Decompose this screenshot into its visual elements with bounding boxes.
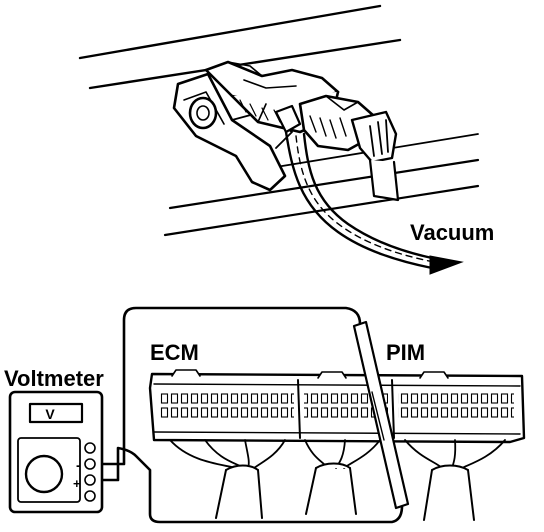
ecm-label: ECM xyxy=(150,340,199,365)
voltmeter-label: Voltmeter xyxy=(4,366,104,391)
terminal-plus-label: + xyxy=(73,476,81,491)
vacuum-label: Vacuum xyxy=(410,220,494,245)
terminal-minus-label: - xyxy=(76,457,81,473)
voltmeter xyxy=(8,390,104,514)
meter-display-label: V xyxy=(45,406,55,422)
vacuum-arrow-icon xyxy=(429,255,464,275)
test-leads xyxy=(98,306,404,524)
pim-label: PIM xyxy=(386,340,425,365)
vacuum-sensor-illustration xyxy=(78,4,480,270)
ecm-connector xyxy=(148,320,526,521)
